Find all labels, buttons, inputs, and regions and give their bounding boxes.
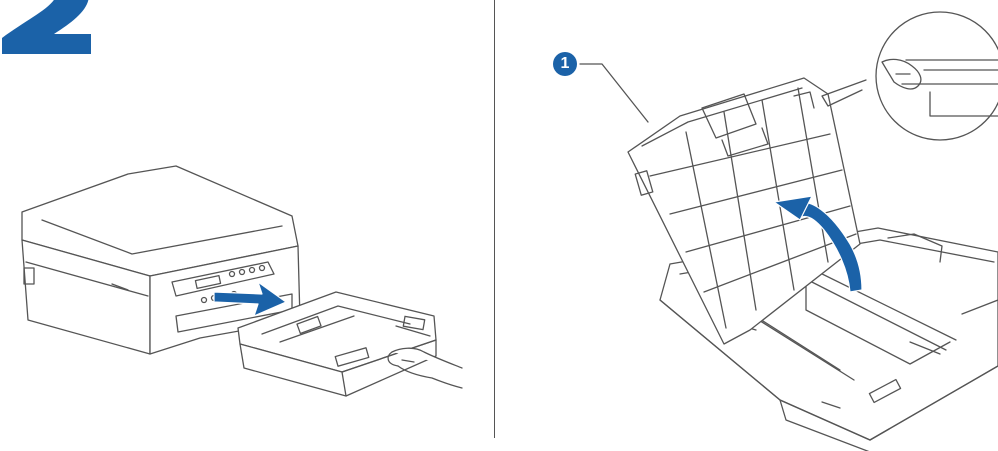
callout-badge-1: 1 [553, 52, 577, 76]
tray-cover-illustration [579, 11, 998, 451]
hand-icon [387, 347, 463, 389]
panel-divider [494, 0, 495, 438]
paper-tray-icon [237, 291, 437, 397]
callout-leader-icon [579, 63, 649, 123]
step-number-graphic [2, 0, 91, 54]
printer-tray-illustration [21, 165, 463, 397]
tray-cover-icon [627, 77, 861, 345]
tab-detail-zoom-icon [821, 11, 998, 141]
pull-arrow-icon [213, 281, 287, 317]
lift-arrow-icon [773, 195, 863, 293]
